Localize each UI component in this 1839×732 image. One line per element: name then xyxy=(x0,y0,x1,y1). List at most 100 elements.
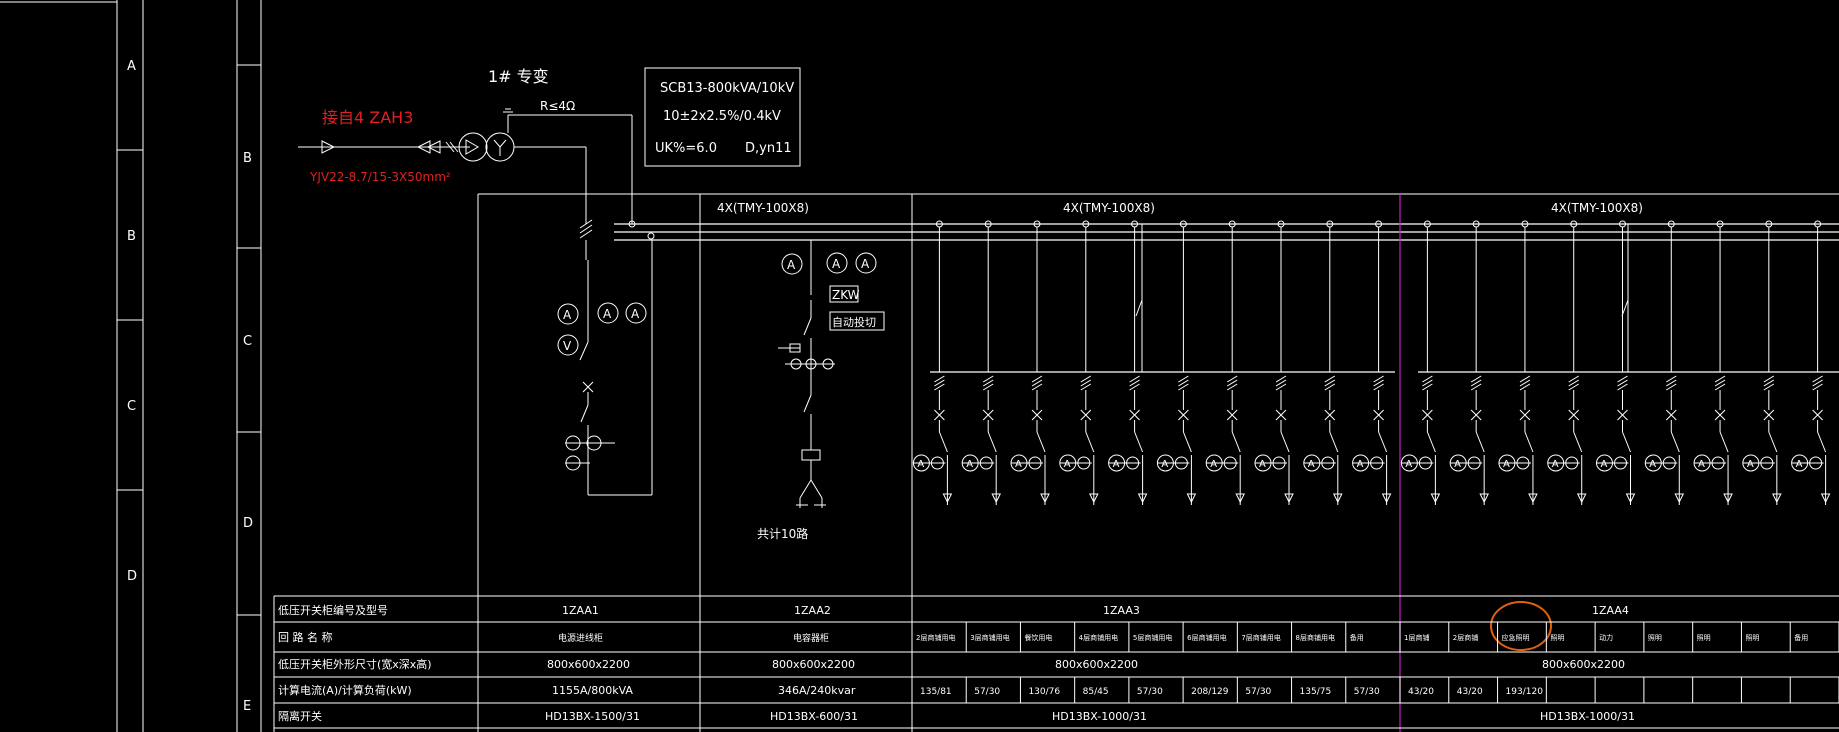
circuit-name: 照明 xyxy=(1648,634,1662,642)
circuit-load: 135/81 xyxy=(920,687,952,697)
cabinet-size: 800x600x2200 xyxy=(772,658,855,671)
cabinet-id: 1ZAA3 xyxy=(1103,604,1140,617)
feeder-branch: A xyxy=(1742,220,1782,505)
breaker-icon xyxy=(1422,409,1433,421)
cable-tick-icon xyxy=(1568,375,1579,391)
auto-switch-label: 自动投切 xyxy=(832,315,876,329)
spec-line-1: SCB13-800kVA/10kV xyxy=(660,81,794,96)
breaker-icon xyxy=(1031,409,1043,421)
circuit-name: 2层商铺 xyxy=(1453,633,1478,642)
feeder-branch: A xyxy=(1547,220,1587,505)
feeder-branch: A xyxy=(1400,220,1441,505)
zone-letter: C xyxy=(243,334,252,349)
cabinet-name: 电容器柜 xyxy=(793,632,829,644)
feed-arrow-icon xyxy=(321,140,336,154)
cable-tick-icon xyxy=(1763,375,1775,391)
breaker-icon xyxy=(1178,409,1189,421)
circuit-name: 备用 xyxy=(1794,633,1808,642)
meter-label: A xyxy=(1308,459,1315,470)
feeder-branch: A xyxy=(1498,220,1538,505)
circuit-name: 照明 xyxy=(1745,634,1759,642)
circuit-name: 照明 xyxy=(1697,634,1711,642)
cable-tick-icon xyxy=(1519,375,1531,391)
switch-icon xyxy=(1329,431,1339,453)
spec-uk: UK%=6.0 xyxy=(655,141,717,156)
outgoing-arrow-icon xyxy=(1332,493,1343,504)
zone-letter: B xyxy=(243,151,252,166)
meter-label: A xyxy=(1698,459,1705,470)
outgoing-arrow-icon xyxy=(1186,493,1197,504)
meter-label: A xyxy=(563,308,572,322)
cable-tick-icon xyxy=(1226,375,1238,391)
voltmeter-icon xyxy=(557,303,579,325)
breaker-icon xyxy=(1665,409,1677,421)
circuit-load: 85/45 xyxy=(1083,687,1109,697)
cabinet-load: 1155A/800kVA xyxy=(552,684,633,697)
switch-icon xyxy=(1768,431,1778,453)
ammeter-icon xyxy=(826,252,848,274)
breaker-icon xyxy=(1714,409,1726,421)
feeder-branch: A xyxy=(1644,220,1685,505)
feeder-branch: A xyxy=(1059,220,1099,505)
breaker-icon xyxy=(1470,409,1482,421)
meter-label: A xyxy=(966,459,973,470)
kw-label: ZKW xyxy=(832,288,860,302)
meter-label: A xyxy=(1113,459,1120,470)
circuit-load: 57/30 xyxy=(974,687,1000,697)
cable-tick-icon xyxy=(1714,375,1726,391)
drawing-frame xyxy=(0,0,262,732)
circuit-columns: 2层商铺用电135/813层商铺用电57/30餐饮用电130/764层商铺用电8… xyxy=(911,622,1839,703)
cabinet-switch: HD13BX-1000/31 xyxy=(1540,710,1635,723)
meter-label: A xyxy=(1649,459,1656,470)
switch-icon xyxy=(1426,431,1436,453)
reactor-icon xyxy=(801,449,821,461)
busbar-label-3: 4X(TMY-100X8) xyxy=(1551,201,1643,215)
breaker-icon xyxy=(982,409,994,421)
cable-tick-icon xyxy=(445,141,459,153)
capacitor-count-label: 共计10路 xyxy=(757,526,808,541)
breaker-icon xyxy=(1129,409,1140,421)
switch-icon xyxy=(1280,431,1290,453)
zone-letter: B xyxy=(127,229,136,244)
busbar-label-2: 4X(TMY-100X8) xyxy=(1063,201,1155,215)
feeder-branch: A xyxy=(1449,220,1489,505)
circuit-load: 193/120 xyxy=(1506,687,1544,697)
cabinet-switch: HD13BX-1000/31 xyxy=(1052,710,1147,723)
switch-icon xyxy=(1817,431,1827,453)
switch-icon xyxy=(1670,431,1680,453)
cable-tick-icon xyxy=(1812,375,1823,391)
circuit-name: 4层商铺用电 xyxy=(1079,633,1118,642)
circuit-name: 餐饮用电 xyxy=(1024,633,1052,642)
outgoing-arrow-icon xyxy=(1040,493,1050,504)
transformer-spec-box xyxy=(644,67,801,167)
cabinet-id: 1ZAA1 xyxy=(562,604,599,617)
feeder-branch: A xyxy=(1596,220,1636,505)
cable-tick-icon xyxy=(1324,375,1336,391)
outgoing-arrow-icon xyxy=(1479,493,1489,504)
breaker-icon xyxy=(1373,409,1384,421)
outgoing-arrow-icon xyxy=(1235,493,1246,504)
ammeter-icon xyxy=(557,334,579,356)
grounding-label: R≤4Ω xyxy=(540,99,575,113)
meter-label: A xyxy=(1454,459,1461,470)
incoming-cabinet-devices: A V A A xyxy=(557,240,653,496)
meter-label: A xyxy=(631,307,640,321)
outgoing-arrow-icon xyxy=(1088,493,1099,504)
breaker-icon xyxy=(1519,409,1531,421)
meter-label: A xyxy=(1601,459,1608,470)
meter-label: A xyxy=(1405,459,1412,470)
circuit-name: 照明 xyxy=(1550,634,1564,642)
capacitor-icon xyxy=(796,479,826,508)
spec-group: D,yn11 xyxy=(745,141,792,156)
circuit-load: 135/75 xyxy=(1300,687,1332,697)
outgoing-arrow-icon xyxy=(1381,493,1392,504)
main-busbar: 4X(TMY-100X8) 4X(TMY-100X8) 4X(TMY-100X8… xyxy=(614,201,1839,241)
circuit-name: 5层商铺用电 xyxy=(1133,633,1172,642)
meter-label: A xyxy=(1503,459,1510,470)
feeder-branch: A xyxy=(1205,220,1246,505)
spec-line-2: 10±2x2.5%/0.4kV xyxy=(663,109,781,124)
cable-tick-icon xyxy=(934,375,945,391)
cable-tick-icon xyxy=(1422,375,1433,391)
feeder-branch: A xyxy=(1303,220,1343,505)
